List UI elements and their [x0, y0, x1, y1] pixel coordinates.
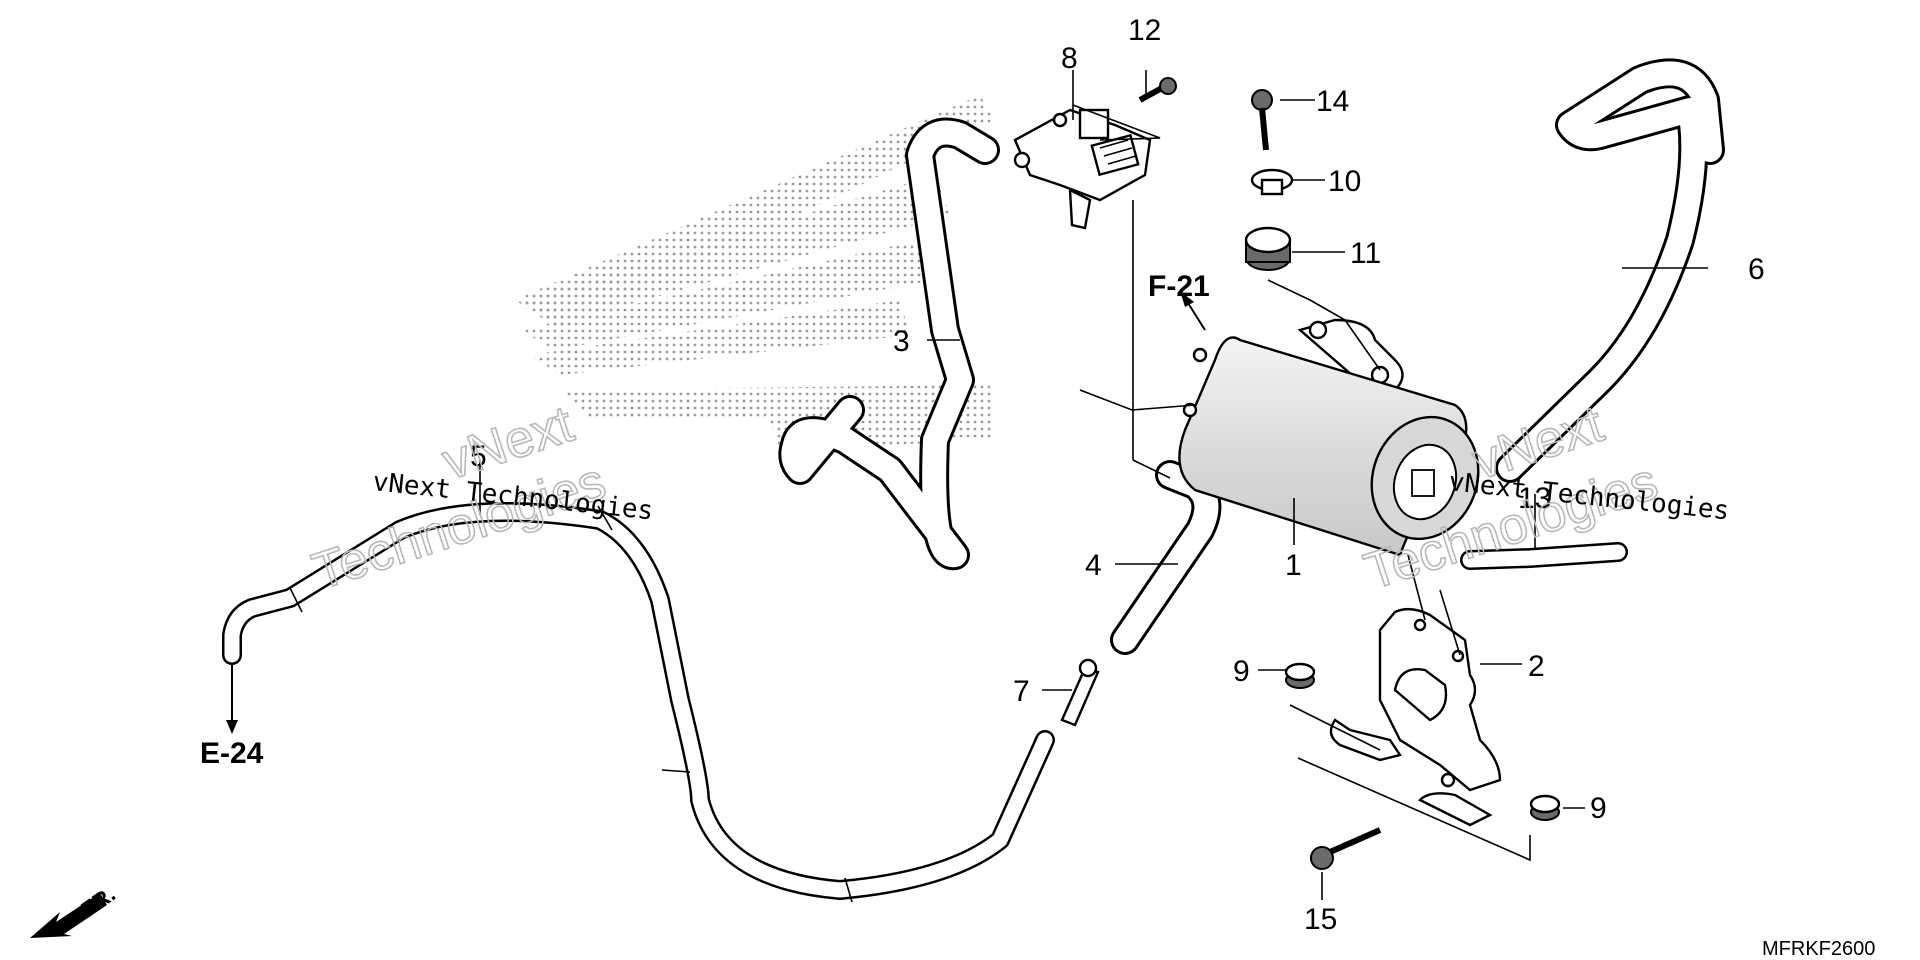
arrow-down-left-icon: [30, 893, 107, 938]
wing-logo-watermark: [515, 95, 995, 450]
callout-9b: 9: [1590, 792, 1607, 825]
hose-3: [778, 117, 1000, 571]
callout-8: 8: [1061, 42, 1078, 75]
hose-13: [1460, 542, 1628, 570]
callout-9a: 9: [1233, 655, 1250, 688]
callout-15: 15: [1304, 903, 1337, 936]
reference-e24: E-24: [200, 737, 264, 770]
callout-6: 6: [1748, 253, 1765, 286]
purge-valve-8: [1013, 108, 1152, 230]
callout-11: 11: [1350, 237, 1381, 270]
grommet-9a: [1284, 662, 1316, 689]
callout-14: 14: [1316, 85, 1349, 118]
reference-f21: F-21: [1148, 270, 1210, 303]
grommet-9b: [1529, 794, 1561, 821]
callout-10: 10: [1328, 165, 1361, 198]
reference-f21-arrow: [1180, 291, 1206, 331]
hose-4: [1110, 460, 1222, 655]
diagram-code: MFRKF2600: [1762, 938, 1875, 960]
bracket-2: [1329, 607, 1502, 827]
hose-6: [1495, 58, 1725, 483]
joint-7: [1060, 658, 1100, 727]
callout-7: 7: [1013, 675, 1030, 708]
watermark-left: vNext Technologies vNext Technologies: [305, 394, 655, 602]
callout-2: 2: [1528, 650, 1545, 683]
collar-10: [1250, 168, 1294, 196]
bolt-15: [1310, 827, 1382, 870]
callout-13: 13: [1518, 482, 1551, 515]
canister: [1178, 318, 1480, 557]
bolt-14: [1251, 89, 1273, 151]
callout-4: 4: [1085, 549, 1102, 582]
hose-5: [222, 502, 1055, 903]
callouts: 1 2 3 4 5 6 7 8 9 9 10 11 12 13 14 15: [470, 14, 1765, 936]
bolt-12: [1138, 77, 1177, 103]
callout-1: 1: [1285, 549, 1302, 582]
callout-3: 3: [893, 325, 910, 358]
leader-lines: [479, 70, 1708, 900]
reference-e24-arrow: [226, 665, 238, 734]
grommet-11: [1244, 226, 1292, 271]
callout-12: 12: [1128, 14, 1161, 47]
callout-5: 5: [470, 440, 487, 473]
